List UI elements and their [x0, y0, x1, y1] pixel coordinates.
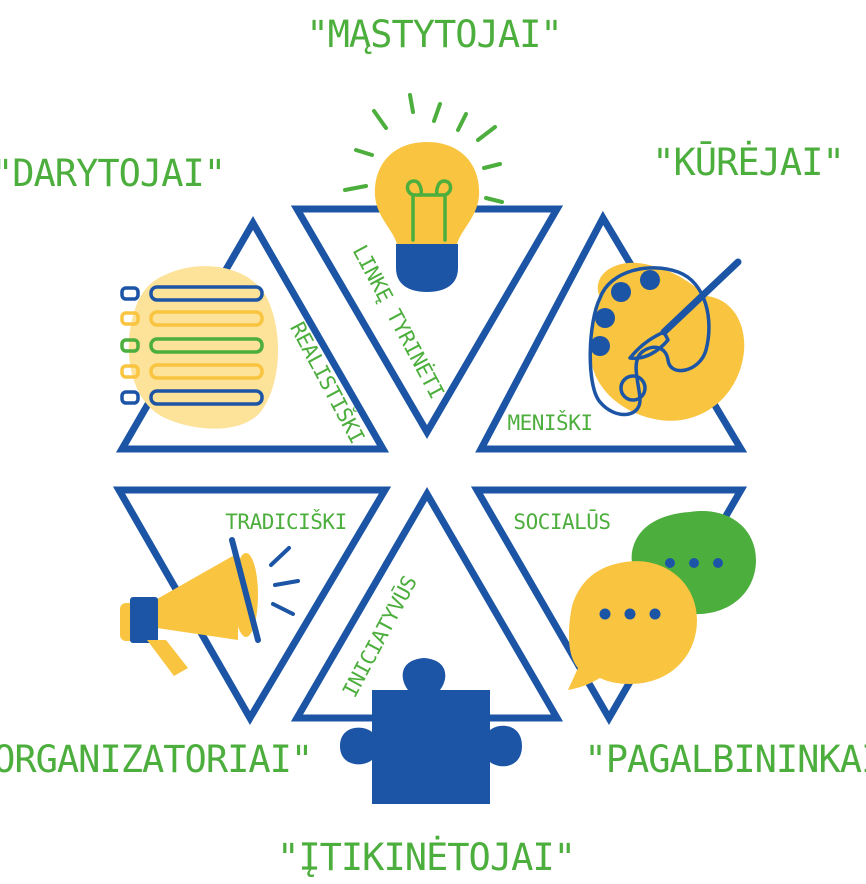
- inner-label-bottom-right: SOCIALŪS: [513, 509, 610, 534]
- outer-label-top-right: "KŪRĖJAI": [652, 141, 843, 184]
- checklist-icon: [120, 266, 279, 429]
- puzzle-piece-icon: [340, 658, 522, 804]
- outer-label-top-left: "DARYTOJAI": [0, 152, 225, 195]
- outer-label-bottom: "ĮTIKINĖTOJAI": [277, 836, 575, 879]
- megaphone-icon: [120, 537, 300, 676]
- inner-label-top-left: REALISTIŠKI: [285, 318, 370, 448]
- lightbulb-icon: [343, 93, 504, 292]
- outer-label-top: "MĄSTYTOJAI": [306, 13, 561, 56]
- speech-bubbles-icon: [568, 511, 756, 690]
- inner-label-top-right: MENIŠKI: [507, 410, 592, 435]
- outer-label-bottom-left: "ORGANIZATORIAI": [0, 738, 312, 781]
- paint-palette-icon: [588, 258, 745, 421]
- outer-label-bottom-right: "PAGALBININKAI": [584, 738, 866, 781]
- inner-label-bottom-left: TRADICIŠKI: [225, 509, 346, 534]
